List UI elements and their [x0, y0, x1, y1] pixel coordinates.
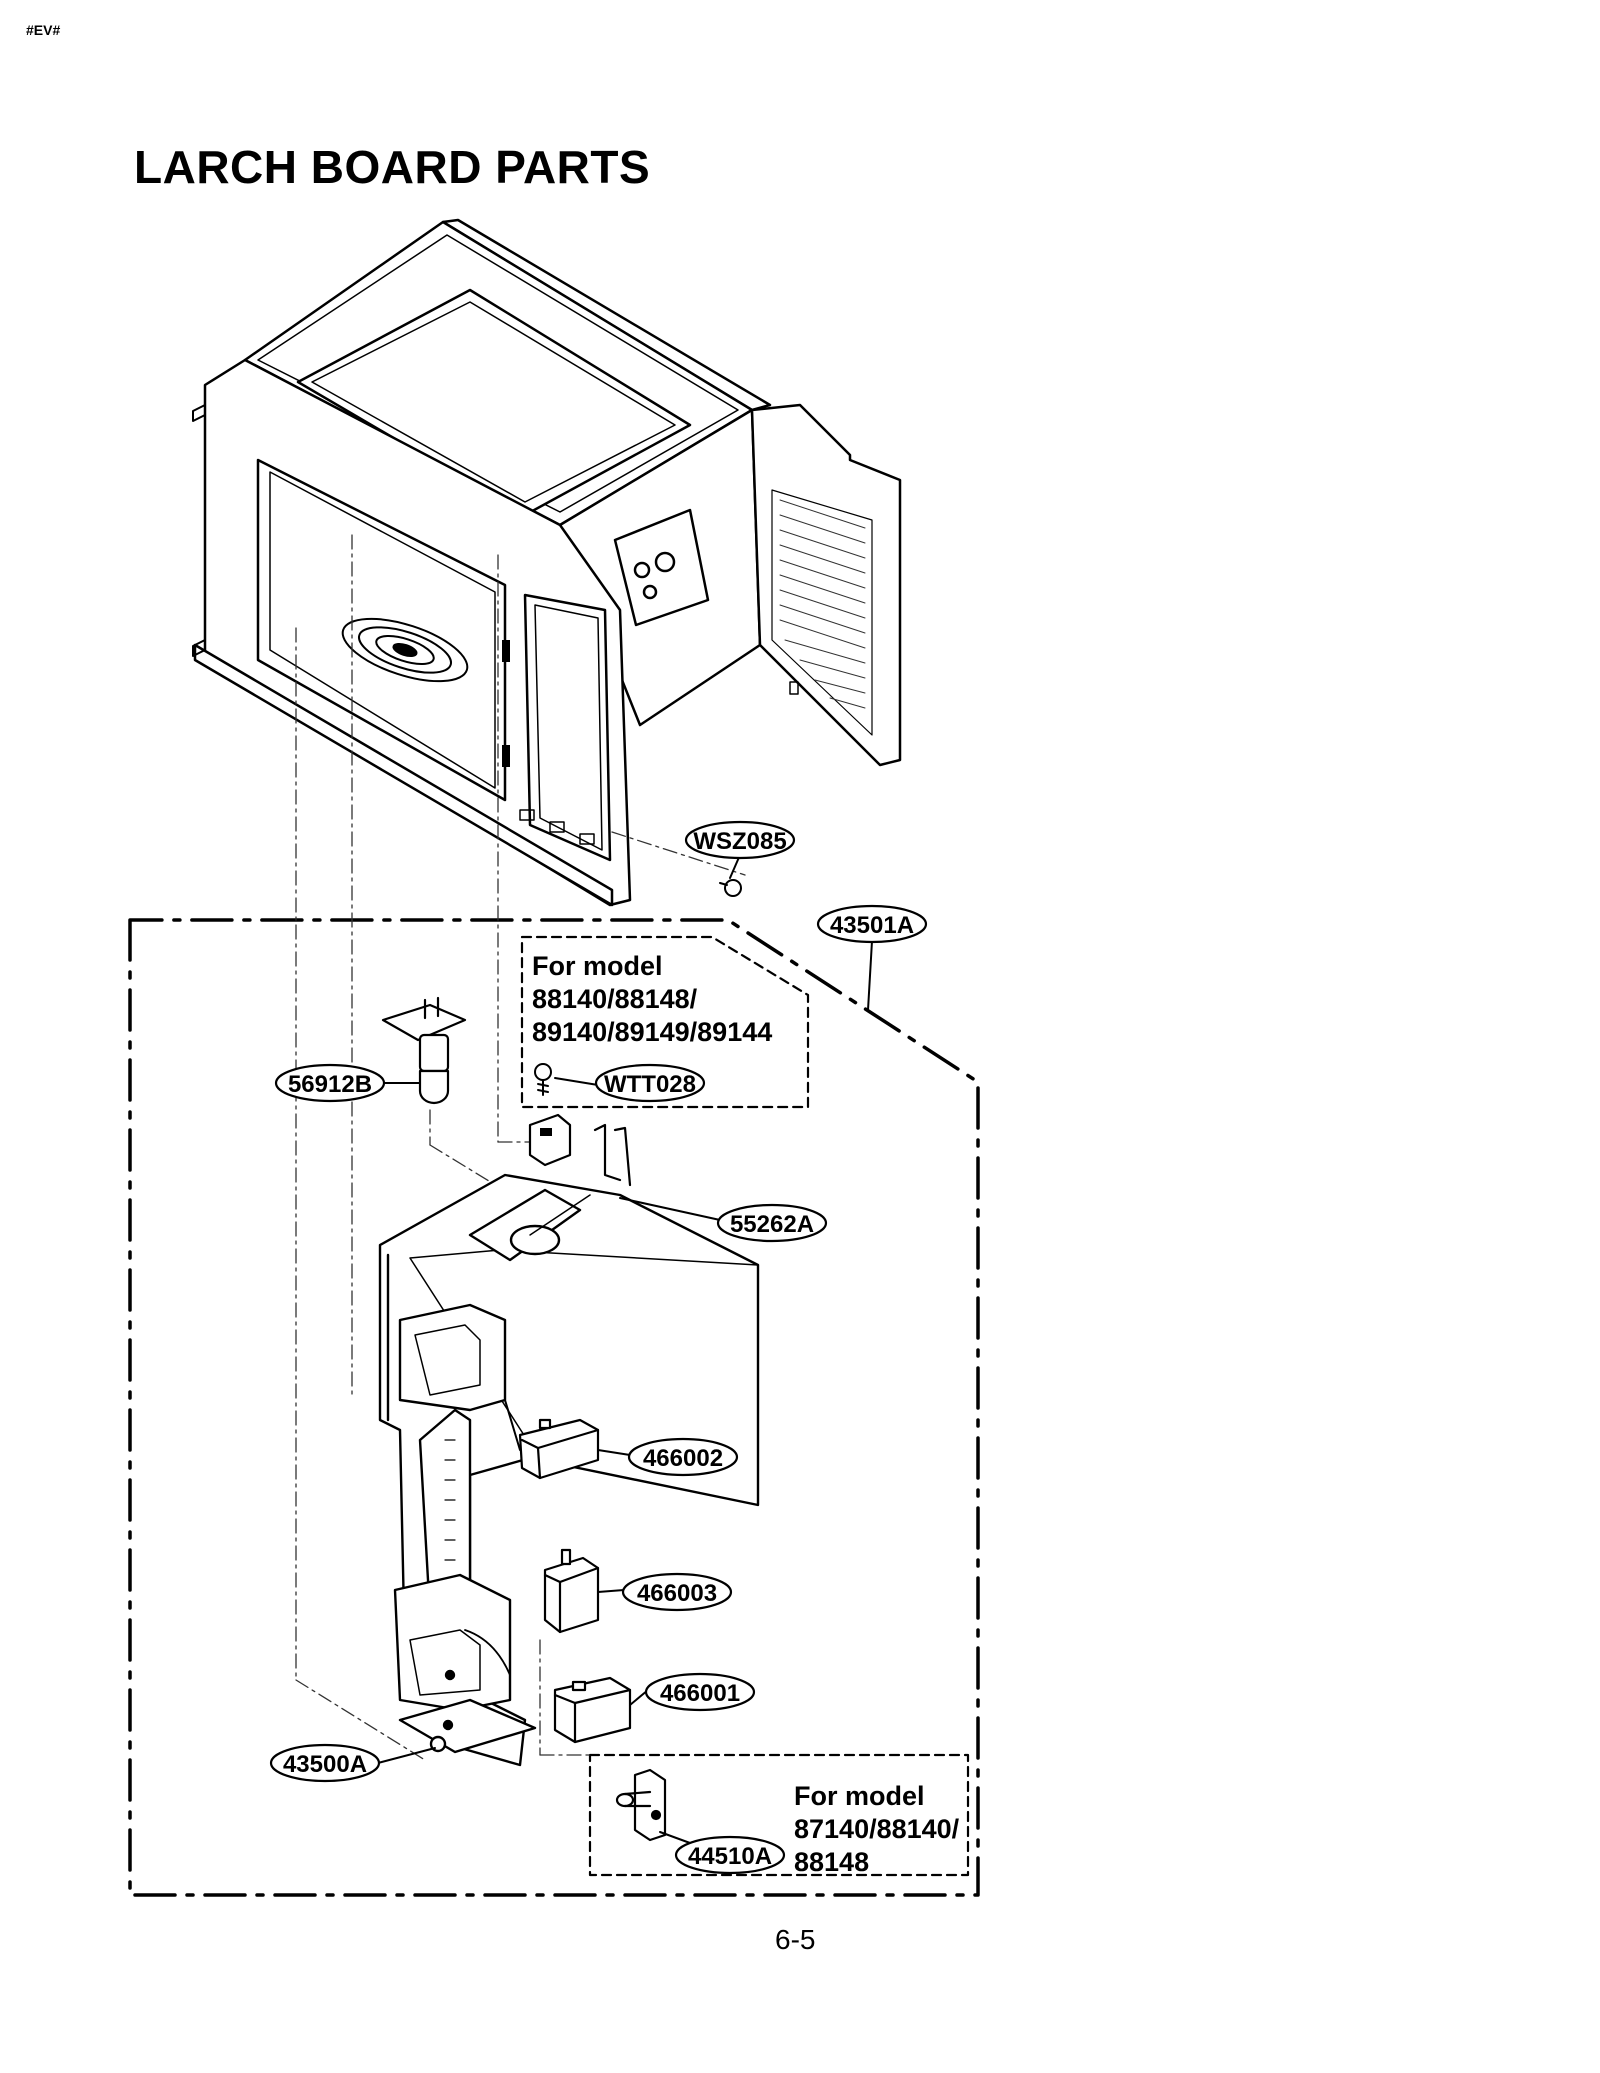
switch-466003 [543, 1548, 600, 1634]
page-number: 6-5 [775, 1924, 816, 1955]
svg-text:For model: For model [532, 951, 663, 981]
callout-wsz085: WSZ085 [684, 820, 796, 860]
page-title: LARCH BOARD PARTS [134, 141, 651, 193]
svg-text:88148: 88148 [794, 1847, 869, 1877]
upper-note-box [520, 935, 810, 1109]
switch-466001 [553, 1676, 632, 1744]
lower-note-box [588, 1753, 970, 1877]
callout-wtt028: WTT028 [594, 1063, 706, 1103]
part-44510a [615, 1768, 667, 1842]
svg-text:56912B: 56912B [288, 1071, 372, 1098]
switch-466002 [518, 1418, 600, 1480]
leader-lines [377, 854, 741, 1844]
svg-text:WTT028: WTT028 [604, 1071, 696, 1098]
turntable [341, 617, 469, 683]
callout-56912b: 56912B [274, 1063, 386, 1103]
screw-wtt028 [534, 1063, 552, 1096]
svg-text:466003: 466003 [637, 1580, 717, 1607]
svg-text:87140/88140/: 87140/88140/ [794, 1814, 960, 1844]
lower-model-note: For model 87140/88140/ 88148 [794, 1781, 960, 1877]
svg-text:466002: 466002 [643, 1445, 723, 1472]
lamp-56912b [381, 996, 467, 1105]
latch-board [378, 1173, 760, 1767]
svg-text:55262A: 55262A [730, 1211, 814, 1238]
svg-text:43500A: 43500A [283, 1751, 367, 1778]
callout-466002: 466002 [627, 1437, 739, 1477]
svg-text:466001: 466001 [660, 1680, 740, 1707]
svg-text:88140/88148/: 88140/88148/ [532, 984, 698, 1014]
svg-text:WSZ085: WSZ085 [693, 828, 786, 855]
corner-code: #EV# [26, 22, 61, 38]
bracket-part [528, 1113, 632, 1187]
callout-44510a: 44510A [674, 1835, 786, 1875]
assembly-boundary [128, 918, 980, 1897]
leader-43501a [867, 940, 873, 1011]
callout-466003: 466003 [621, 1572, 733, 1612]
svg-text:44510A: 44510A [688, 1843, 772, 1870]
svg-text:43501A: 43501A [830, 912, 914, 939]
upper-model-note: For model 88140/88148/ 89140/89149/89144 [532, 951, 772, 1047]
callout-466001: 466001 [644, 1672, 756, 1712]
callout-55262a: 55262A [716, 1203, 828, 1243]
callout-43501a: 43501A [816, 904, 928, 944]
svg-text:89140/89149/89144: 89140/89149/89144 [532, 1017, 772, 1047]
screw-wsz085 [719, 879, 742, 897]
svg-text:For model: For model [794, 1781, 925, 1811]
side-panel [750, 403, 902, 767]
microwave-cavity [192, 218, 772, 907]
callout-43500a: 43500A [269, 1743, 381, 1783]
